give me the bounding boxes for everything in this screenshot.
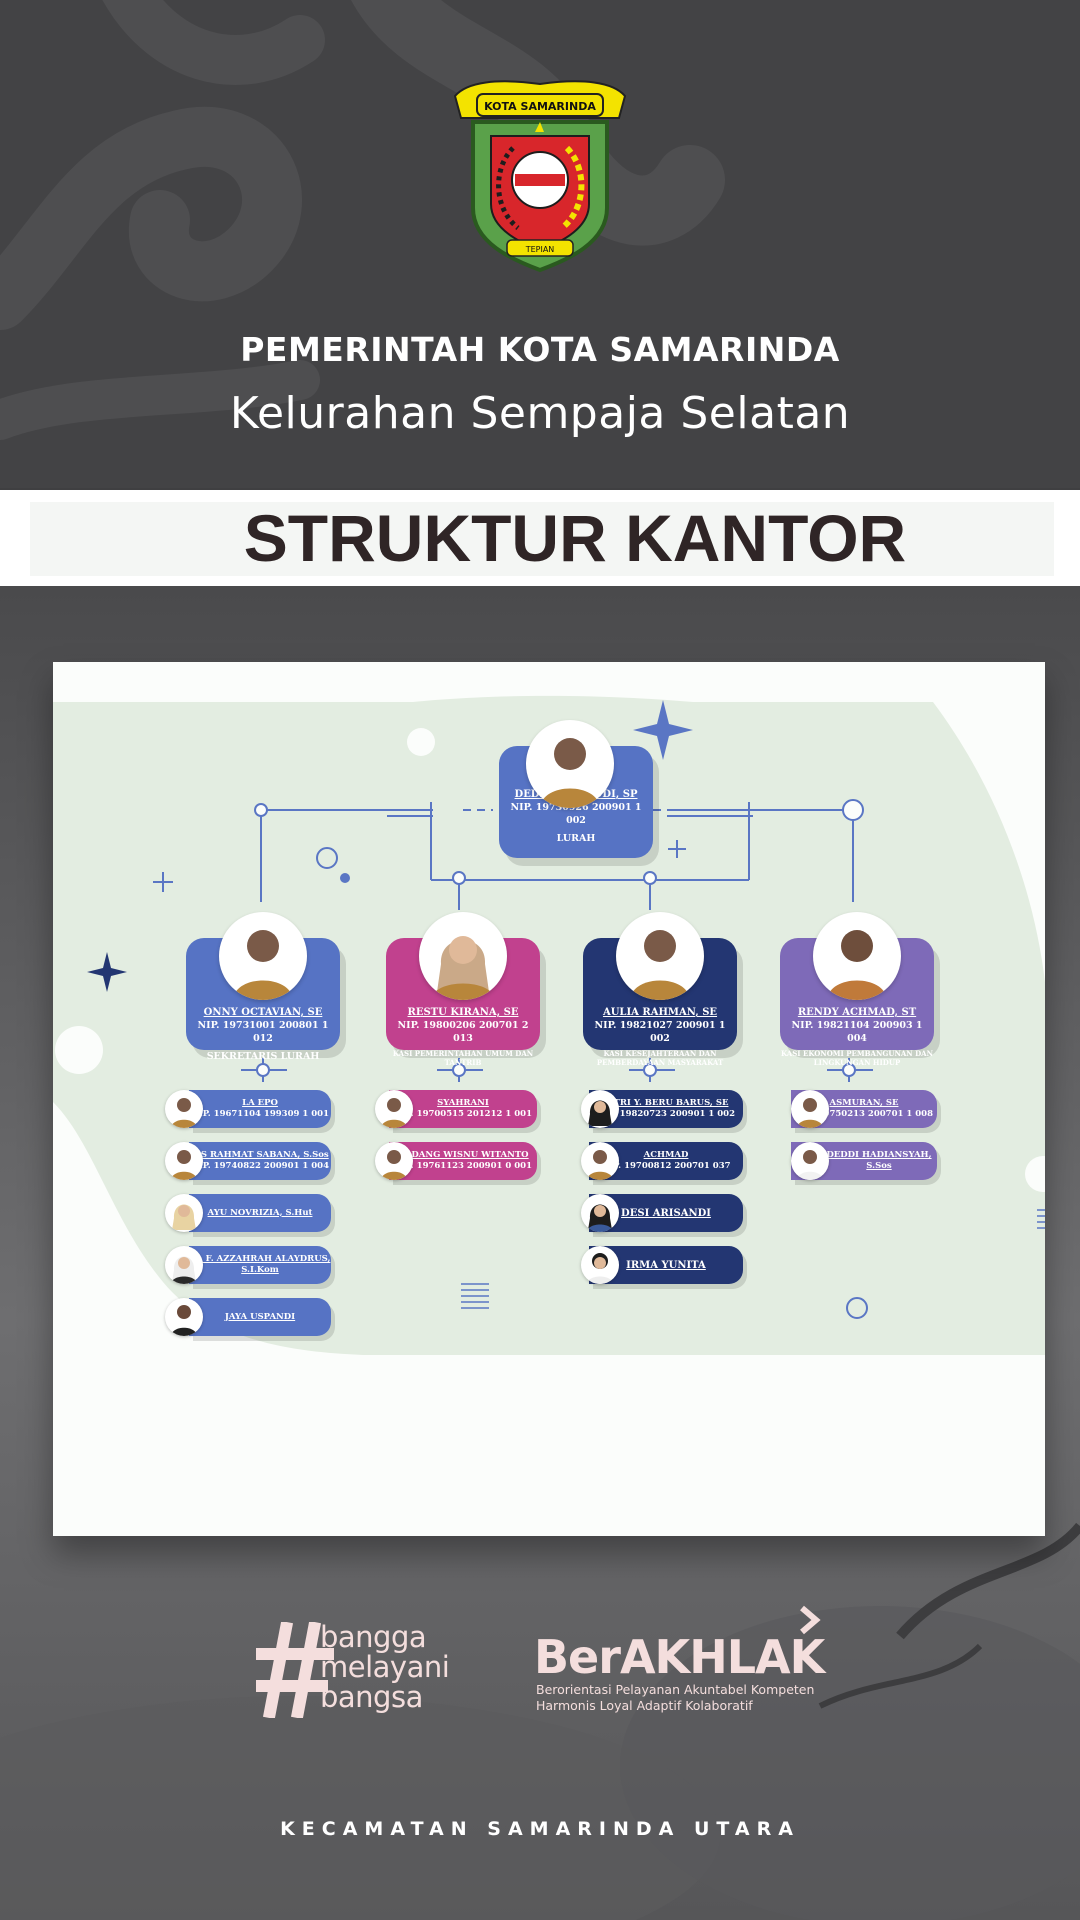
- staff-name: Sy. F. AZZAHRAH ALAYDRUS, S.I.Kom: [189, 1254, 331, 1275]
- berakhlak-logo: BerAKHLAK: [534, 1630, 825, 1684]
- staff-avatar: [581, 1090, 619, 1128]
- slogan-line: melayani: [320, 1650, 450, 1684]
- staff-name: ASMURAN, SE: [829, 1098, 899, 1108]
- staff-item: LA EPO NIP. 19671104 199309 1 001: [189, 1090, 331, 1128]
- hashtag-icon: [256, 1622, 334, 1718]
- dept-name: ONNY OCTAVIAN, SE: [203, 1007, 323, 1018]
- org-chart-background: [53, 695, 1045, 1355]
- staff-avatar: [581, 1194, 619, 1232]
- dept-nip: NIP. 19731001 200801 1 012: [197, 1020, 329, 1044]
- page-title: STRUKTUR KANTOR: [243, 501, 907, 575]
- staff-item: JAYA USPANDI: [189, 1298, 331, 1336]
- chevron-right-icon: [800, 1605, 821, 1635]
- banner-panel: [30, 502, 1054, 576]
- staff-nip: NIP. 19761123 200901 0 001: [394, 1161, 532, 1171]
- staff-name: A.S RAHMAT SABANA, S.Sos: [191, 1150, 329, 1160]
- title-banner: STRUKTUR KANTOR: [0, 490, 1080, 586]
- staff-avatar: [791, 1142, 829, 1180]
- staff-nip: NIP. 19700515 201212 1 001: [394, 1109, 532, 1119]
- head-role: LURAH: [556, 833, 596, 844]
- dept-role: KASI PEMERINTAHAN UMUM DAN TANTRIB: [392, 1049, 534, 1067]
- staff-item: SYAHRANI NIP. 19700515 201212 1 001: [389, 1090, 537, 1128]
- tagline-line: Harmonis Loyal Adaptif Kolaboratif: [536, 1698, 753, 1713]
- slogan-line: bangsa: [320, 1680, 423, 1714]
- staff-name: IRMA YUNITA: [626, 1259, 706, 1271]
- staff-avatar: [165, 1298, 203, 1336]
- staff-avatar: [375, 1142, 413, 1180]
- staff-avatar: [791, 1090, 829, 1128]
- dept-nip: NIP. 19821104 200903 1 004: [791, 1020, 923, 1044]
- kecamatan-label: KECAMATAN SAMARINDA UTARA: [280, 1818, 800, 1840]
- avatar: [616, 912, 704, 1000]
- decorative-swirl: [0, 0, 725, 440]
- hashtag-slogan: bangga melayani bangsa: [320, 1622, 480, 1712]
- staff-name: DESI ARISANDI: [621, 1207, 711, 1219]
- staff-nip: NIP. 19750213 200701 1 008: [795, 1109, 933, 1119]
- avatar: [526, 720, 614, 808]
- kelurahan-title: Kelurahan Sempaja Selatan: [229, 388, 851, 439]
- city-emblem-icon: KOTA SAMARINDA TEPIAN: [453, 80, 627, 273]
- dept-role: KASI KESEJAHTERAAN DAN PEMBERDAYAAN MASY…: [596, 1049, 724, 1067]
- staff-nip: NIP. 19671104 199309 1 001: [191, 1109, 329, 1119]
- staff-name: JAYA USPANDI: [224, 1311, 296, 1322]
- staff-item: DADANG WISNU WITANTO NIP. 19761123 20090…: [389, 1142, 537, 1180]
- staff-name: FITRI Y. BERU BARUS, SE: [603, 1098, 729, 1108]
- staff-avatar: [165, 1246, 203, 1284]
- dept-role: SEKRETARIS LURAH: [206, 1051, 320, 1062]
- dept-name: RESTU KIRANA, SE: [407, 1007, 519, 1018]
- dept-nip: NIP. 19800206 200701 2 013: [397, 1020, 529, 1044]
- staff-name: LA EPO: [242, 1098, 278, 1108]
- org-chart-board: DEDDY WAHYUDI, SP NIP. 19730926 200901 1…: [53, 662, 1045, 1536]
- staff-nip: NIP. 19740822 200901 1 004: [191, 1161, 329, 1171]
- staff-nip: NIP. 19700812 200701 037: [601, 1161, 731, 1171]
- dept-name: RENDY ACHMAD, ST: [797, 1007, 917, 1018]
- government-title: PEMERINTAH KOTA SAMARINDA: [240, 330, 840, 369]
- dept-nip: NIP. 19821027 200901 1 002: [594, 1020, 726, 1044]
- staff-name: SYAHRANI: [437, 1098, 489, 1108]
- emblem-bottom-text: TEPIAN: [525, 245, 555, 254]
- staff-avatar: [581, 1142, 619, 1180]
- staff-name: DEDDI HADIANSYAH, S.Sos: [826, 1150, 932, 1171]
- tagline-line: Berorientasi Pelayanan Akuntabel Kompete…: [536, 1682, 815, 1697]
- staff-avatar: [165, 1142, 203, 1180]
- berakhlak-tagline: Berorientasi Pelayanan Akuntabel Kompete…: [536, 1682, 836, 1714]
- dept-role: KASI EKONOMI PEMBANGUNAN DAN LINGKUNGAN …: [780, 1049, 934, 1067]
- dept-name: AULIA RAHMAN, SE: [602, 1007, 718, 1018]
- staff-name: AYU NOVRIZIA, S.Hut: [207, 1207, 313, 1218]
- connector-lines: [260, 802, 854, 910]
- staff-avatar: [581, 1246, 619, 1284]
- chart-blob: [53, 695, 1045, 1355]
- staff-avatar: [375, 1090, 413, 1128]
- connector-nodes: [254, 799, 864, 885]
- staff-avatar: [165, 1090, 203, 1128]
- staff-name: ACHMAD: [643, 1150, 689, 1160]
- slogan-line: bangga: [320, 1620, 427, 1654]
- staff-name: DADANG WISNU WITANTO: [397, 1150, 529, 1160]
- avatar: [813, 912, 901, 1000]
- staff-item: AYU NOVRIZIA, S.Hut: [189, 1194, 331, 1232]
- avatar: [419, 912, 507, 1000]
- avatar: [219, 912, 307, 1000]
- decorative-foliage: [0, 1522, 1080, 1920]
- header-section: KOTA SAMARINDA TEPIAN PEMERINTAH KOTA SA…: [0, 0, 1080, 488]
- staff-item: Sy. F. AZZAHRAH ALAYDRUS, S.I.Kom: [189, 1246, 331, 1284]
- emblem-top-text: KOTA SAMARINDA: [484, 100, 596, 113]
- staff-avatar: [165, 1194, 203, 1232]
- staff-nip: NIP. 19820723 200901 1 002: [597, 1109, 735, 1119]
- staff-item: A.S RAHMAT SABANA, S.Sos NIP. 19740822 2…: [189, 1142, 331, 1180]
